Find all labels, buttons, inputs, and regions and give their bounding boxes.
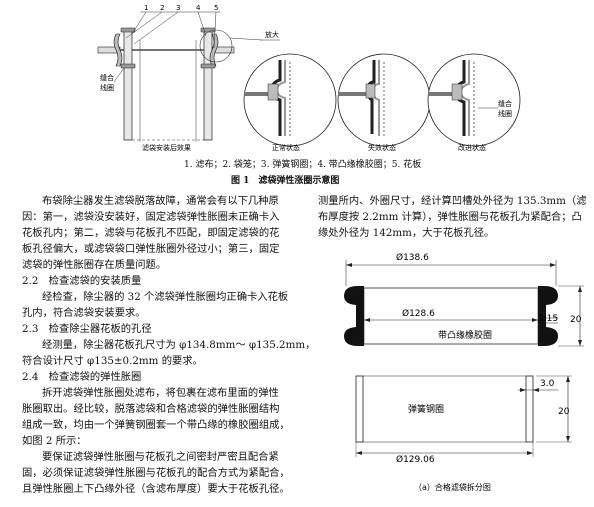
fig1-seam-left-2: 线圈 <box>100 83 114 92</box>
panel-installed <box>97 11 280 142</box>
left-column: 布袋除尘器发生滤袋脱落故障，通常会有以下几种原 因：第一，滤袋没安装好，固定滤袋… <box>22 193 316 497</box>
fig1-seam-left-1: 缝合 <box>100 73 114 82</box>
dim-outer-diameter: Ø138.6 <box>396 252 429 263</box>
fig1-zoom-label: 放大 <box>265 30 279 39</box>
fig1-caption-installed: 滤袋安装后效果 <box>142 143 191 152</box>
section-heading-2-3: 2.3 检查除尘器花板的孔径 <box>22 323 152 335</box>
section-heading-2-2: 2.2 检查滤袋的安装质量 <box>22 275 142 287</box>
fig1-seam-right-2: 线圈 <box>498 109 512 118</box>
figure-1-title: 图 1 滤袋弹性涨圈示意图 <box>231 176 340 186</box>
para-line: 花板孔内；第二，滤袋与花板孔不匹配，即固定滤袋的花 <box>22 227 280 239</box>
para-line: 且弹性胀圈上下凸缘外径（含滤布厚度）要大于花板孔径。 <box>22 483 290 495</box>
figure-1-legend: 1. 滤布；2. 袋笼；3. 弹簧钢圈；4. 带凸缘橡胶圈；5. 花板 <box>184 160 422 170</box>
dim-groove-depth: 1.15 <box>538 314 558 324</box>
panel-improved <box>427 53 521 147</box>
right-column: 测量所内、外圈尺寸，经计算凹槽处外径为 135.3mm（滤 布厚度按 2.2mm… <box>318 193 590 241</box>
para-line: 拆开滤袋弹性胀圈处滤布，将包裹在滤布里面的弹性 <box>42 387 279 399</box>
dim-ring-height: 20 <box>570 315 582 325</box>
fig1-num-5: 5 <box>214 4 218 12</box>
rubber-ring-drawing <box>344 286 558 346</box>
section-heading-2-4: 2.4 检查滤袋的弹性胀圈 <box>22 371 142 383</box>
dim-inner-diameter: Ø128.6 <box>402 308 435 319</box>
fig1-num-3: 3 <box>176 4 180 12</box>
para-line: 如图 2 所示： <box>22 435 87 447</box>
figure-2-caption: （a）合格滤袋拆分图 <box>414 482 491 492</box>
para-line: 测量所内、外圈尺寸，经计算凹槽处外径为 135.3mm（滤 <box>318 195 587 207</box>
panel-failure <box>337 53 431 147</box>
para-line: 布厚度按 2.2mm 计算），弹性胀圈与花板孔为紧配合；凸 <box>318 211 582 223</box>
para-line: 胀圈取出。经比较，脱落滤袋和合格滤袋的弹性胀圈结构 <box>22 403 280 415</box>
para-line: 布袋除尘器发生滤袋脱落故障，通常会有以下几种原 <box>42 195 279 207</box>
para-line: 因：第一，滤袋没安装好，固定滤袋弹性胀圈未正确卡入 <box>22 211 280 223</box>
para-line: 组成一致，均由一个弹簧钢圈套一个带凸缘的橡胶圈组成， <box>22 419 290 431</box>
spring-ring-label: 弹簧钢圈 <box>408 403 444 415</box>
fig1-num-2: 2 <box>160 4 164 12</box>
figure-2-drawing: Ø138.6 Ø128.6 带凸缘橡胶圈 1.15 20 3.0 弹簧钢圈 20 <box>344 252 584 492</box>
figure-1-drawing: 1 2 3 4 5 放大 缝合 线圈 缝合 线圈 滤袋安装后效果 正常状态 失效… <box>97 4 521 152</box>
fig1-seam-right-1: 缝合 <box>498 99 512 108</box>
panel-normal <box>243 53 337 147</box>
fig1-num-4: 4 <box>196 4 201 12</box>
dim-spring-height: 20 <box>558 407 570 417</box>
para-line: 固，必须保证滤袋弹性胀圈与花板孔的配合方式为紧配合， <box>22 467 290 479</box>
fig1-num-1: 1 <box>144 4 148 12</box>
fig1-caption-normal: 正常状态 <box>272 143 300 152</box>
fig1-caption-improved: 改进状态 <box>458 143 486 152</box>
para-line: 要保证滤袋弹性胀圈与花板孔之间密封严密且配合紧 <box>42 451 279 463</box>
rubber-ring-label: 带凸缘橡胶圈 <box>438 329 492 341</box>
fig1-caption-failure: 失效状态 <box>368 143 396 152</box>
para-line: 经检查，除尘器的 32 个滤袋弹性胀圈均正确卡入花板 <box>42 291 289 303</box>
dim-spring-thickness: 3.0 <box>540 379 555 389</box>
para-line: 缘处外径为 142mm，大于花板孔径。 <box>318 227 495 239</box>
para-line: 经测量，除尘器花板孔尺寸为 φ134.8mm～ φ135.2mm， <box>42 339 316 351</box>
spring-ring-drawing <box>355 375 534 443</box>
para-line: 板孔径偏大，或滤袋袋口弹性胀圈外径过小；第三，固定 <box>22 243 280 255</box>
dim-spring-diameter: Ø129.06 <box>396 454 435 465</box>
para-line: 符合设计尺寸 φ135±0.2mm 的要求。 <box>22 355 203 367</box>
para-line: 滤袋的弹性胀圈存在质量问题。 <box>22 259 167 271</box>
para-line: 孔内，符合滤袋安装要求。 <box>22 307 146 319</box>
